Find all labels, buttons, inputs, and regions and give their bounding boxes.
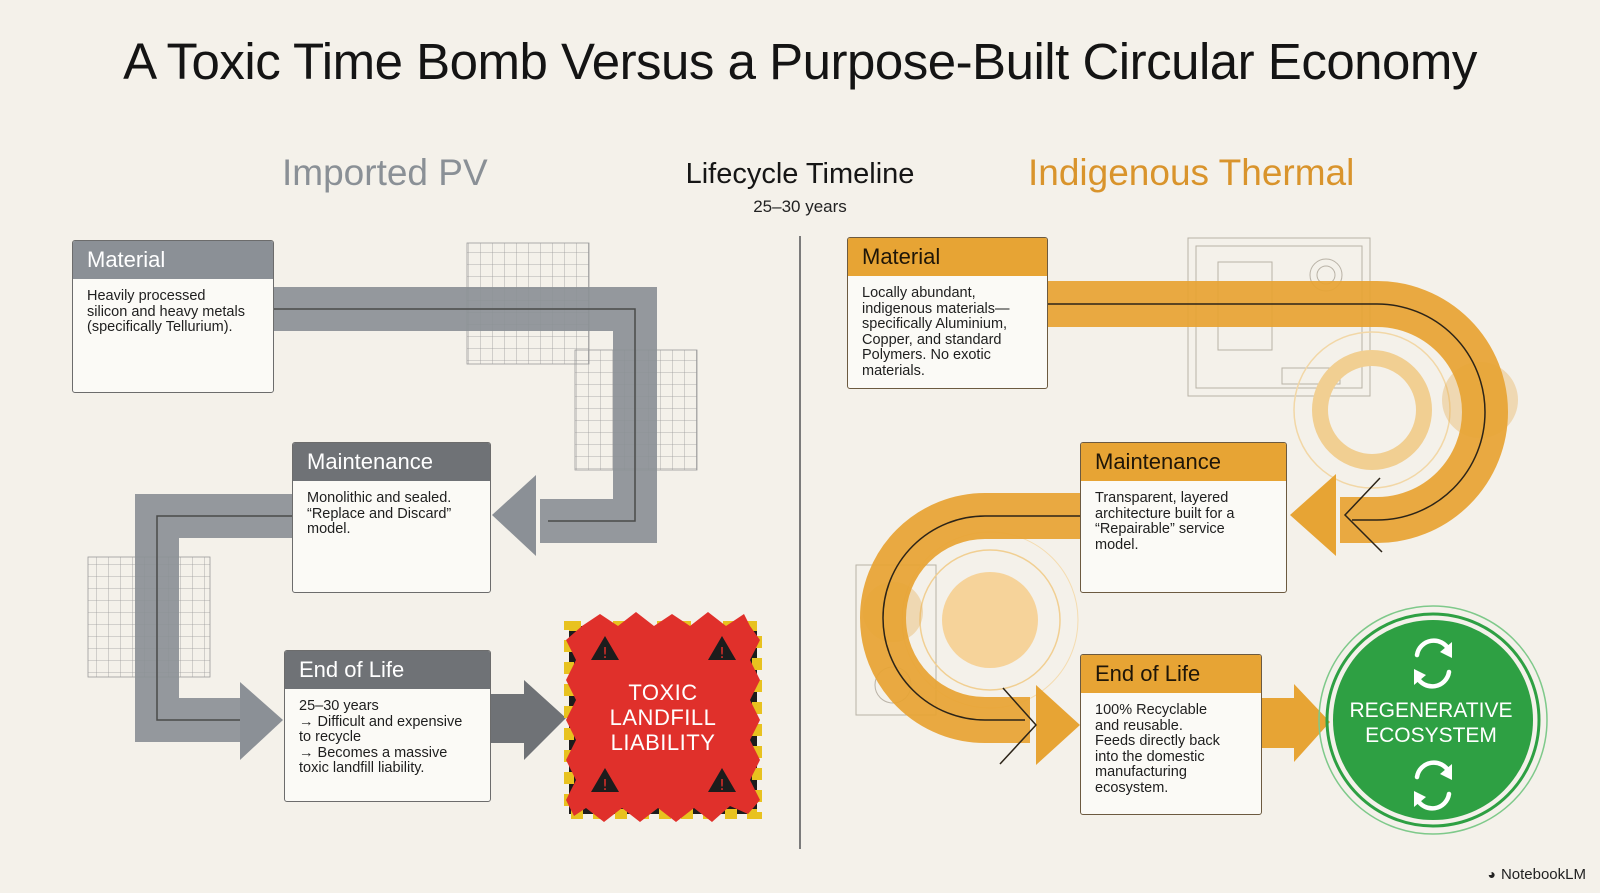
brand-mark: ◕NotebookLM: [1487, 866, 1586, 883]
svg-text:!: !: [719, 644, 725, 662]
thermal-arrowhead: [1290, 474, 1336, 556]
card-title: Maintenance: [293, 443, 490, 481]
card-title: Maintenance: [1081, 443, 1286, 481]
pv-arrowhead: [524, 680, 566, 760]
pv-column-heading: Imported PV: [282, 152, 488, 193]
thermal-column-heading: Indigenous Thermal: [1028, 152, 1355, 193]
pv-end-of-life-card: End of Life 25–30 years → Difficult and …: [284, 650, 491, 802]
card-title: End of Life: [1081, 655, 1261, 693]
thermal-end-of-life-card: End of Life 100% Recyclable and reusable…: [1080, 654, 1262, 815]
warning-icon: !: [591, 768, 619, 794]
pv-flow-arrow: [135, 494, 292, 742]
warning-icon: !: [591, 636, 619, 662]
svg-text:!: !: [719, 776, 725, 794]
pv-arrowhead: [492, 475, 536, 556]
card-text: Transparent, layered architecture built …: [1095, 490, 1235, 553]
thermal-material-card: Material Locally abundant, indigenous ma…: [847, 237, 1048, 389]
toxic-liability-badge: ! ! ! !: [564, 612, 762, 822]
recycle-icon: [1414, 760, 1452, 811]
column-divider: [799, 236, 801, 849]
recycle-icon: [1414, 638, 1452, 689]
pv-material-card: Material Heavily processed silicon and h…: [72, 240, 274, 393]
pv-maintenance-card: Maintenance Monolithic and sealed. “Repl…: [292, 442, 491, 593]
regenerative-ecosystem-badge: [1318, 605, 1548, 835]
warning-icon: !: [708, 768, 736, 794]
card-title: Material: [848, 238, 1047, 276]
card-title: End of Life: [285, 651, 490, 689]
brand-label: NotebookLM: [1500, 866, 1586, 883]
card-text: Heavily processed silicon and heavy meta…: [87, 288, 245, 335]
page-title: A Toxic Time Bomb Versus a Purpose-Built…: [123, 33, 1477, 90]
card-text: Monolithic and sealed. “Replace and Disc…: [307, 490, 452, 537]
warning-icon: !: [708, 636, 736, 662]
regenerative-ecosystem-label: REGENERATIVE ECOSYSTEM: [1349, 699, 1513, 747]
svg-text:!: !: [602, 776, 608, 794]
timeline-title: Lifecycle Timeline: [685, 158, 915, 190]
svg-text:!: !: [602, 644, 608, 662]
card-text: 25–30 years → Difficult and expensive to…: [299, 698, 463, 776]
card-text: 100% Recyclable and reusable. Feeds dire…: [1095, 702, 1220, 796]
thermal-arrowhead: [1036, 685, 1080, 765]
timeline-subtitle: 25–30 years: [753, 197, 847, 216]
thermal-arrowhead: [1294, 684, 1330, 762]
thermal-maintenance-card: Maintenance Transparent, layered archite…: [1080, 442, 1287, 593]
card-title: Material: [73, 241, 273, 279]
notebooklm-icon: ◕: [1487, 866, 1496, 882]
pv-arrowhead: [240, 682, 283, 760]
card-text: Locally abundant, indigenous materials— …: [862, 285, 1010, 379]
toxic-liability-label: TOXIC LANDFILL LIABILITY: [609, 680, 717, 755]
